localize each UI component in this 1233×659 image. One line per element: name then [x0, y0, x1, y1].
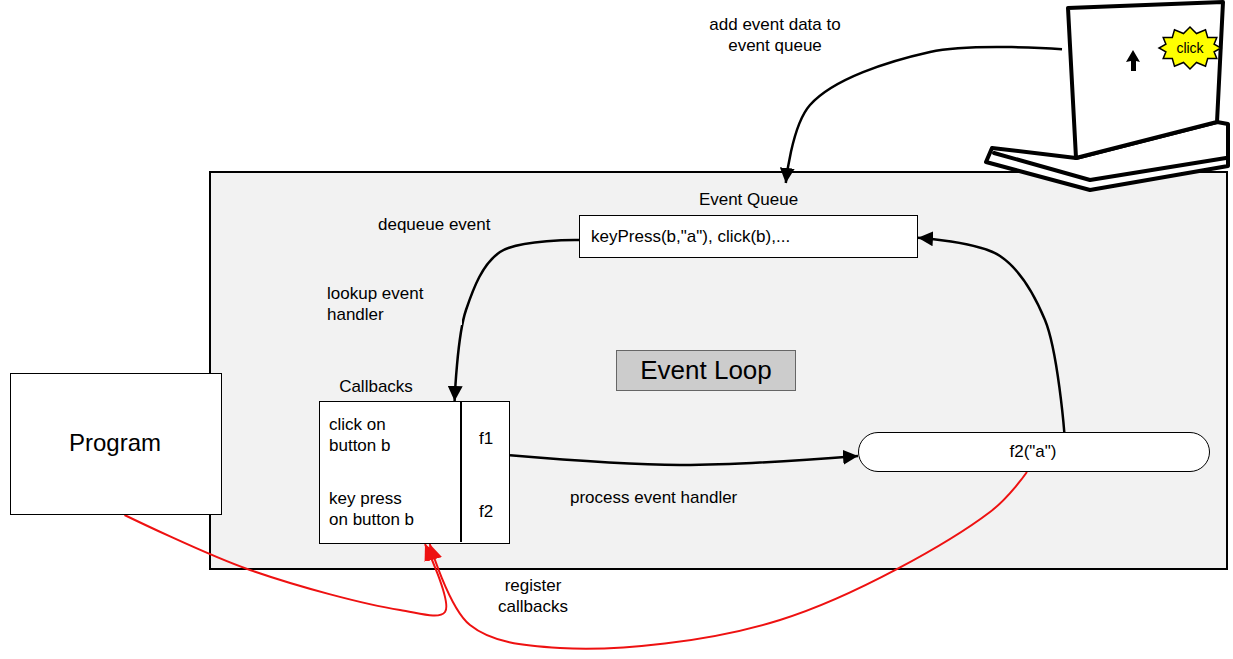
table-cell: click on button b: [329, 414, 421, 456]
table-cell: f1: [466, 428, 506, 449]
click-label: click: [1168, 39, 1212, 57]
edge-label: register callbacks: [488, 575, 578, 617]
queue-heading: Event Queue: [579, 189, 918, 210]
table-cell: key press on button b: [329, 488, 421, 530]
queue-contents: keyPress(b,"a"), click(b),...: [591, 226, 790, 247]
step-label: lookup event handler: [327, 283, 462, 325]
flow-arrow: [786, 47, 1062, 183]
register-arrow: [430, 472, 1027, 649]
table-divider: [460, 402, 462, 542]
event-queue: Event Queue keyPress(b,"a"), click(b),...: [579, 183, 918, 258]
table-heading: Callbacks: [320, 376, 432, 397]
flow-arrow: [510, 455, 858, 465]
program-label: Program: [11, 428, 219, 458]
flow-arrow: [455, 240, 579, 401]
register-arrow: [124, 515, 446, 616]
table-cell: f2: [466, 501, 506, 522]
laptop-screen: [1068, 2, 1223, 158]
flow-arrow: [918, 238, 1064, 432]
handler-call-text: f2("a"): [859, 441, 1207, 462]
program-box: Program: [10, 373, 222, 515]
event-loop-panel: Event Queue keyPress(b,"a"), click(b),...…: [209, 171, 1228, 570]
edge-label: add event data to event queue: [708, 14, 842, 56]
handler-call: f2("a"): [858, 432, 1210, 472]
laptop-screen-area: click: [1062, 4, 1225, 160]
panel-title: Event Loop: [616, 350, 796, 391]
callback-table: Callbacksclick on button bf1key press on…: [319, 401, 510, 544]
edge-label: dequeue event: [378, 214, 491, 235]
mouse-cursor: [1126, 50, 1140, 71]
edge-label: process event handler: [570, 487, 737, 508]
click-starburst: [1159, 27, 1221, 69]
laptop-keyboard-edge: [994, 153, 1226, 180]
